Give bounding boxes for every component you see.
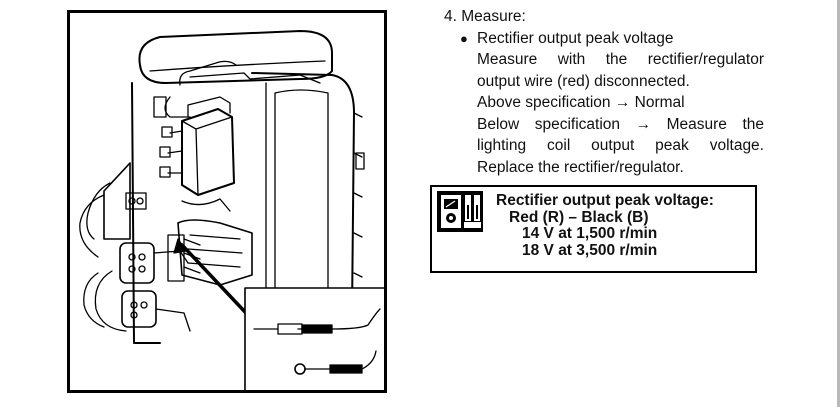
bullet-dot-icon: ● bbox=[460, 30, 468, 46]
instruction-line: lighting coil output peak voltage. bbox=[477, 137, 764, 154]
bullet-item: ● Rectifier output peak voltage bbox=[444, 28, 764, 50]
bullet-label: Rectifier output peak voltage bbox=[477, 29, 674, 47]
step-heading: 4. Measure: bbox=[444, 8, 526, 25]
spec-value: 18 V at 3,500 r/min bbox=[522, 241, 658, 259]
instruction-line: Above specification → Normal bbox=[477, 94, 685, 111]
specification-text: Rectifier output peak voltage: Red (R) –… bbox=[496, 192, 714, 259]
specification-box: Rectifier output peak voltage: Red (R) –… bbox=[430, 185, 757, 273]
instruction-line: Replace the rectifier/regulator. bbox=[477, 158, 684, 176]
spec-title: Rectifier output peak voltage: bbox=[496, 192, 714, 209]
instruction-text: 4. Measure: ● Rectifier output peak volt… bbox=[444, 6, 764, 178]
instruction-line: Measure with the rectifier/regulator bbox=[477, 51, 764, 68]
multimeter-icon bbox=[437, 191, 483, 232]
instruction-line: output wire (red) disconnected. bbox=[477, 72, 690, 90]
spec-value: 14 V at 1,500 r/min bbox=[522, 225, 658, 242]
instruction-line: Below specification → Measure the bbox=[477, 115, 764, 133]
engine-rectifier-illustration bbox=[79, 30, 384, 390]
engine-illustration-frame bbox=[67, 10, 387, 393]
spec-leads: Red (R) – Black (B) bbox=[509, 208, 649, 226]
page-edge bbox=[837, 0, 840, 407]
